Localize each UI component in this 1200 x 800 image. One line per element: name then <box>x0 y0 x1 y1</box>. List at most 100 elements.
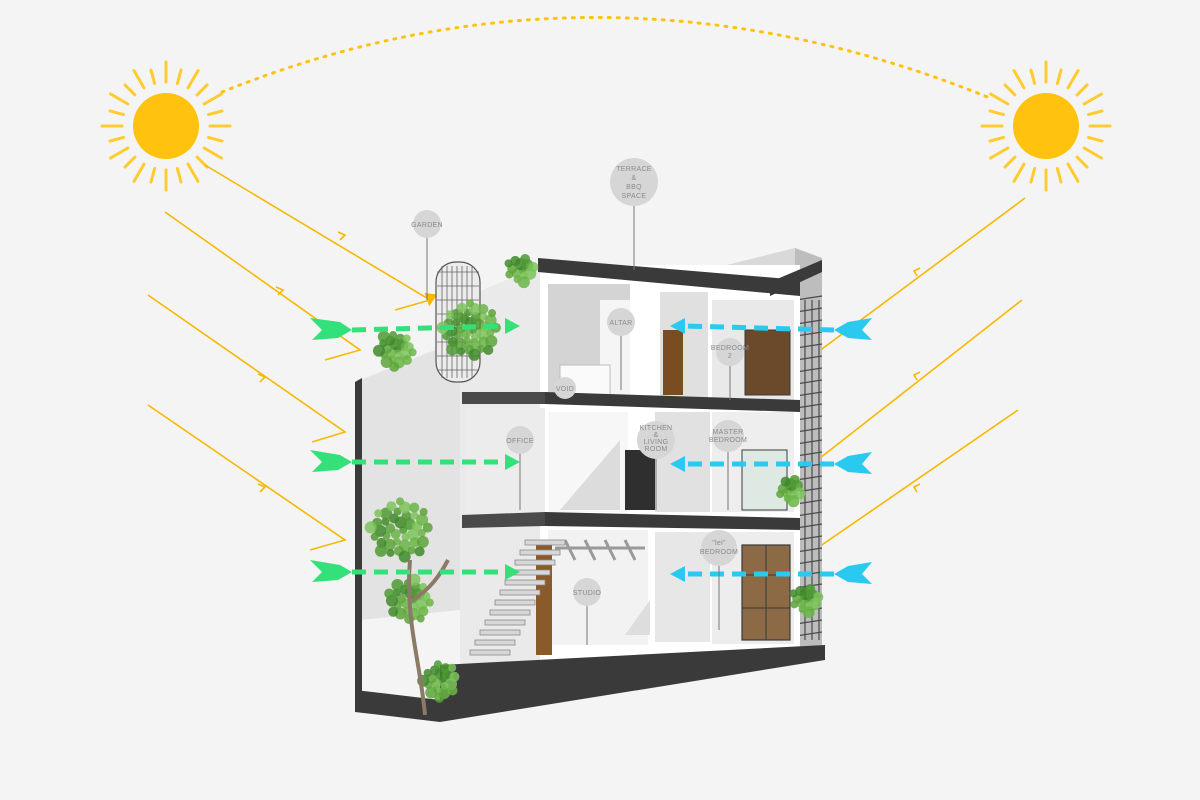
label-kitchen-line2: & <box>654 432 659 439</box>
plant-icon <box>401 355 412 366</box>
plant-icon <box>528 262 539 273</box>
plant-icon <box>446 343 459 356</box>
plant-icon <box>374 509 383 518</box>
sun-ray <box>989 92 1010 106</box>
plant-icon <box>478 304 489 315</box>
plant-icon <box>466 299 474 308</box>
plant-icon <box>408 348 417 357</box>
sun-ray <box>195 83 209 97</box>
sun-ray <box>1087 135 1104 143</box>
label-terrace-line1: TERRACE <box>616 166 652 173</box>
sun-icon <box>980 60 1112 192</box>
sun-ray <box>1082 146 1103 160</box>
plant-icon <box>396 497 404 506</box>
sun-ray <box>202 146 223 160</box>
plant-icon <box>433 660 442 669</box>
staircase <box>469 539 566 656</box>
sun-ray <box>1012 69 1026 90</box>
plant-icon <box>805 584 816 595</box>
sun-ray <box>1012 162 1026 183</box>
plant-icon <box>377 330 390 343</box>
floor-slab <box>545 392 800 412</box>
sun-ray <box>1075 155 1089 169</box>
label-terrace-line3: BBQ <box>626 184 642 191</box>
plant-icon <box>485 335 498 348</box>
wind-arrow-icon <box>834 562 872 584</box>
plant-icon <box>383 538 396 551</box>
sun-ray <box>149 167 157 184</box>
building-section <box>355 248 825 722</box>
plant-icon <box>380 355 393 368</box>
plant-icon <box>456 302 467 313</box>
plant-icon <box>372 344 385 357</box>
plant-icon <box>381 517 390 526</box>
label-void: VOID <box>554 377 576 399</box>
sun-ray <box>186 162 200 183</box>
plant-icon <box>398 550 411 563</box>
plant-icon <box>395 333 406 344</box>
label-lei-line1: "lei" <box>712 540 726 547</box>
plant-icon <box>407 546 416 555</box>
plant-icon <box>417 528 426 537</box>
sun-ray <box>132 69 146 90</box>
label-kitchen-line3: LIVING <box>644 439 669 446</box>
plant-icon <box>386 501 397 512</box>
sun-ray <box>1003 155 1017 169</box>
label-master-line2: BEDROOM <box>709 437 747 444</box>
plant-icon <box>442 332 451 341</box>
plant-icon <box>445 310 454 319</box>
plant-icon <box>787 495 800 508</box>
label-garden-text: GARDEN <box>411 222 443 229</box>
plant-icon <box>385 523 396 534</box>
tree-trunk <box>407 559 450 716</box>
plant-icon <box>789 589 798 598</box>
wind-arrow-icon <box>834 452 872 474</box>
plant-icon <box>364 521 377 534</box>
sun-ray <box>109 92 130 106</box>
sun-ray <box>1029 68 1037 85</box>
plant-icon <box>510 255 521 266</box>
sun-ray <box>1066 162 1080 183</box>
sun-ray <box>202 92 223 106</box>
sun-ray <box>1087 109 1104 117</box>
label-terrace: TERRACE & BBQ SPACE <box>610 158 658 270</box>
plant-icon <box>409 502 420 513</box>
plant-icon <box>423 668 432 677</box>
plant-icon <box>416 513 429 526</box>
label-studio: STUDIO <box>573 578 601 645</box>
sun-disc <box>133 93 199 159</box>
plant-icon <box>434 692 445 703</box>
sun-ray <box>149 68 157 85</box>
sun-ray <box>108 135 125 143</box>
sun-ray <box>1003 83 1017 97</box>
wind-flow-in <box>310 318 520 582</box>
wind-arrow-icon <box>310 560 352 582</box>
plant-icon <box>483 344 494 355</box>
sun-ray-arrow-icon <box>147 404 347 551</box>
label-studio-text: STUDIO <box>573 590 601 597</box>
plant-icon <box>422 522 433 533</box>
label-office: OFFICE <box>506 426 534 510</box>
sun-ray <box>109 146 130 160</box>
plant-icon <box>401 511 412 522</box>
sun-ray <box>989 146 1010 160</box>
plant-icon <box>414 546 425 557</box>
plant-icon <box>425 598 434 607</box>
label-kitchen-line1: KITCHEN <box>640 425 673 432</box>
plant-icon <box>504 259 513 268</box>
sun-ray <box>207 135 224 143</box>
ground-slab <box>440 645 825 722</box>
plant-icon <box>780 476 791 487</box>
sun-ray <box>207 109 224 117</box>
wind-flow-out <box>670 318 872 584</box>
sun-ray-arrow-icon <box>147 294 347 443</box>
label-master-bedroom: MASTER BEDROOM <box>709 420 747 510</box>
wind-arrow-icon <box>834 318 872 340</box>
plant-icon <box>488 309 497 318</box>
plant-icon <box>449 671 460 682</box>
plants <box>364 254 824 716</box>
plant-icon <box>408 573 421 586</box>
label-master-line1: MASTER <box>713 429 744 436</box>
label-terrace-line4: SPACE <box>622 193 647 200</box>
